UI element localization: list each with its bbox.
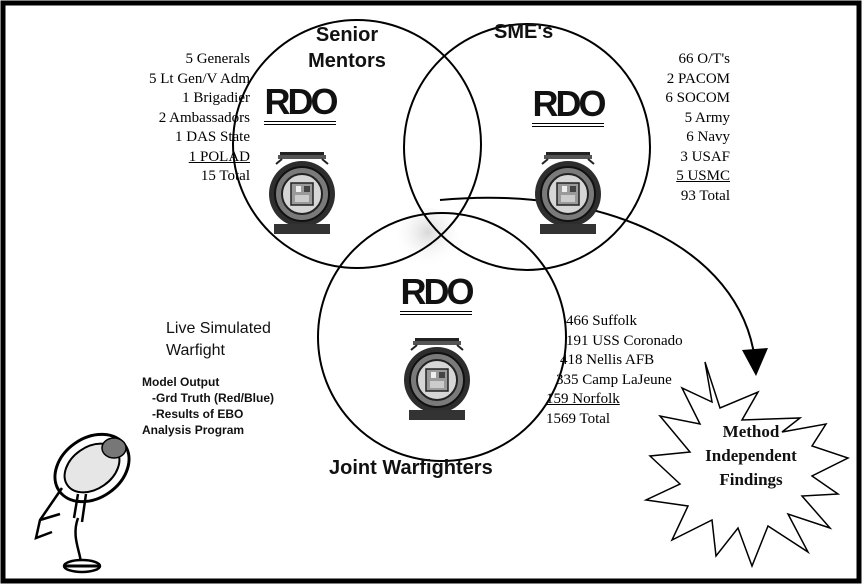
sme-item: 2 PACOM bbox=[620, 70, 730, 90]
senior-total: 15 Total bbox=[140, 167, 250, 187]
sme-total: 93 Total bbox=[620, 187, 730, 207]
sme-list: 66 O/T's 2 PACOM 6 SOCOM 5 Army 6 Navy 3… bbox=[620, 50, 730, 206]
warfighter-item: 335 Camp LaJeune bbox=[546, 371, 683, 391]
warfighter-item: 418 Nellis AFB bbox=[546, 351, 683, 371]
findings-label: Method Independent Findings bbox=[676, 420, 826, 492]
senior-item: 1 Brigadier bbox=[140, 89, 250, 109]
joint-warfighters-title: Joint Warfighters bbox=[329, 458, 493, 478]
rdo-label-senior: RDO bbox=[264, 84, 336, 125]
senior-item: 1 POLAD bbox=[140, 148, 250, 168]
sme-item: 66 O/T's bbox=[620, 50, 730, 70]
smes-title: SME's bbox=[494, 22, 553, 42]
model-output-text: Model Output -Grd Truth (Red/Blue) -Resu… bbox=[142, 374, 274, 438]
rdo-label-warfighters: RDO bbox=[400, 274, 472, 315]
senior-item: 5 Generals bbox=[140, 50, 250, 70]
warfighter-item: 159 Norfolk bbox=[546, 390, 683, 410]
senior-mentors-title: Senior Mentors bbox=[285, 22, 409, 74]
rdo-label-smes: RDO bbox=[532, 86, 604, 127]
live-sim-label: Live Simulated Warfight bbox=[166, 318, 271, 362]
senior-item: 5 Lt Gen/V Adm bbox=[140, 70, 250, 90]
sme-item: 3 USAF bbox=[620, 148, 730, 168]
senior-item: 1 DAS State bbox=[140, 128, 250, 148]
senior-item: 2 Ambassadors bbox=[140, 109, 250, 129]
sme-item: 6 SOCOM bbox=[620, 89, 730, 109]
warfighter-item: 191 USS Coronado bbox=[546, 332, 683, 352]
warfighter-list: 466 Suffolk 191 USS Coronado 418 Nellis … bbox=[546, 312, 683, 429]
sme-item: 5 USMC bbox=[620, 167, 730, 187]
warfighter-total: 1569 Total bbox=[546, 410, 683, 430]
sme-item: 6 Navy bbox=[620, 128, 730, 148]
senior-list: 5 Generals 5 Lt Gen/V Adm 1 Brigadier 2 … bbox=[140, 50, 250, 187]
warfighter-item: 466 Suffolk bbox=[546, 312, 683, 332]
sme-item: 5 Army bbox=[620, 109, 730, 129]
